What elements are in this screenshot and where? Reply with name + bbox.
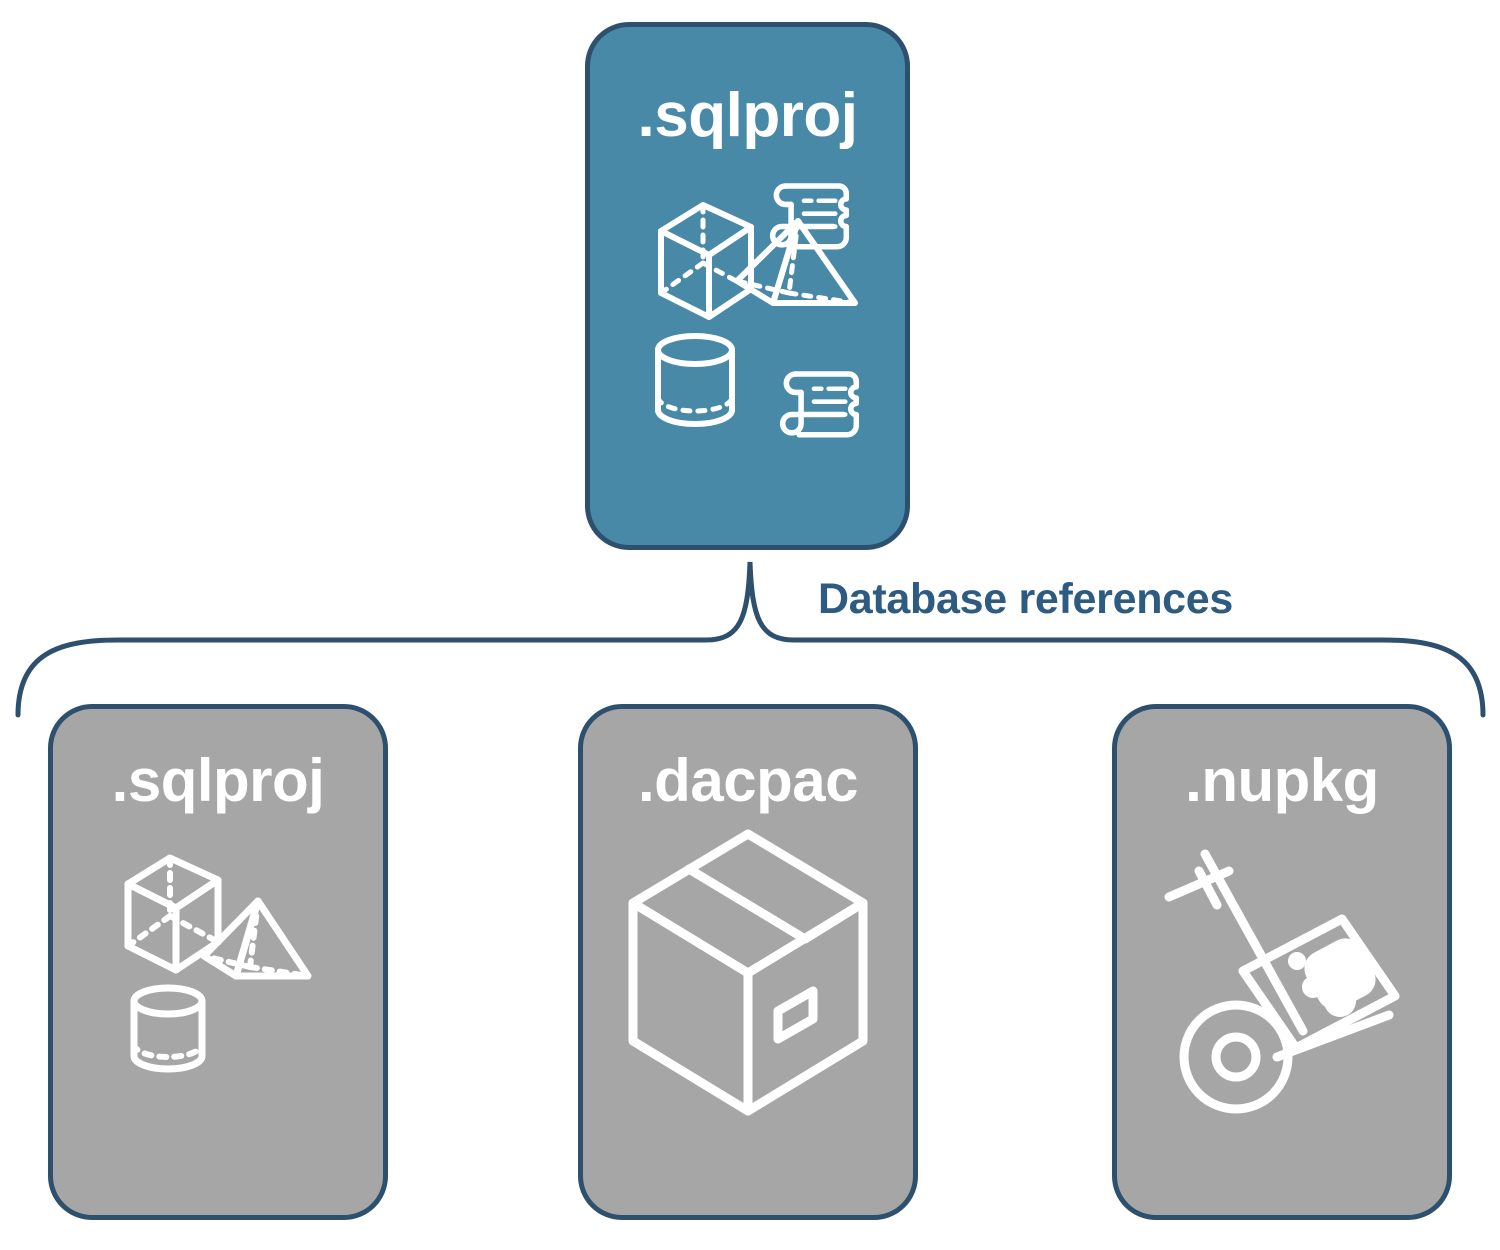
child-node-sqlproj[interactable]: .sqlproj (48, 704, 388, 1220)
child-nupkg-icon-group (1117, 849, 1447, 1139)
connector-label: Database references (818, 575, 1233, 623)
child-node-nupkg[interactable]: .nupkg (1112, 704, 1452, 1220)
child-node-dacpac-label: .dacpac (638, 747, 858, 814)
nuget-glyph-icon (1288, 938, 1376, 1017)
hand-truck-icon (1164, 849, 1400, 1114)
scroll-icon (779, 371, 859, 438)
child-node-nupkg-label: .nupkg (1185, 747, 1379, 814)
root-node-icon-group (590, 175, 905, 445)
package-box-icon (628, 829, 868, 1116)
cylinder-icon (130, 984, 206, 1073)
database-objects-icon (654, 183, 859, 438)
child-node-dacpac[interactable]: .dacpac (578, 704, 918, 1220)
scroll-icon (769, 183, 849, 250)
database-objects-icon (124, 854, 312, 1073)
root-node-label: .sqlproj (637, 81, 858, 150)
child-node-sqlproj-label: .sqlproj (111, 747, 325, 814)
pyramid-icon (733, 218, 858, 306)
brace-connector (15, 561, 1486, 718)
brace-path (15, 561, 1486, 718)
cube-icon (124, 854, 222, 974)
child-sqlproj-icon-group (53, 849, 383, 1079)
root-node-sqlproj[interactable]: .sqlproj (585, 22, 910, 550)
pyramid-icon (200, 897, 312, 980)
cylinder-icon (654, 333, 735, 427)
cube-icon (657, 202, 754, 320)
child-dacpac-icon-group (583, 829, 913, 1119)
